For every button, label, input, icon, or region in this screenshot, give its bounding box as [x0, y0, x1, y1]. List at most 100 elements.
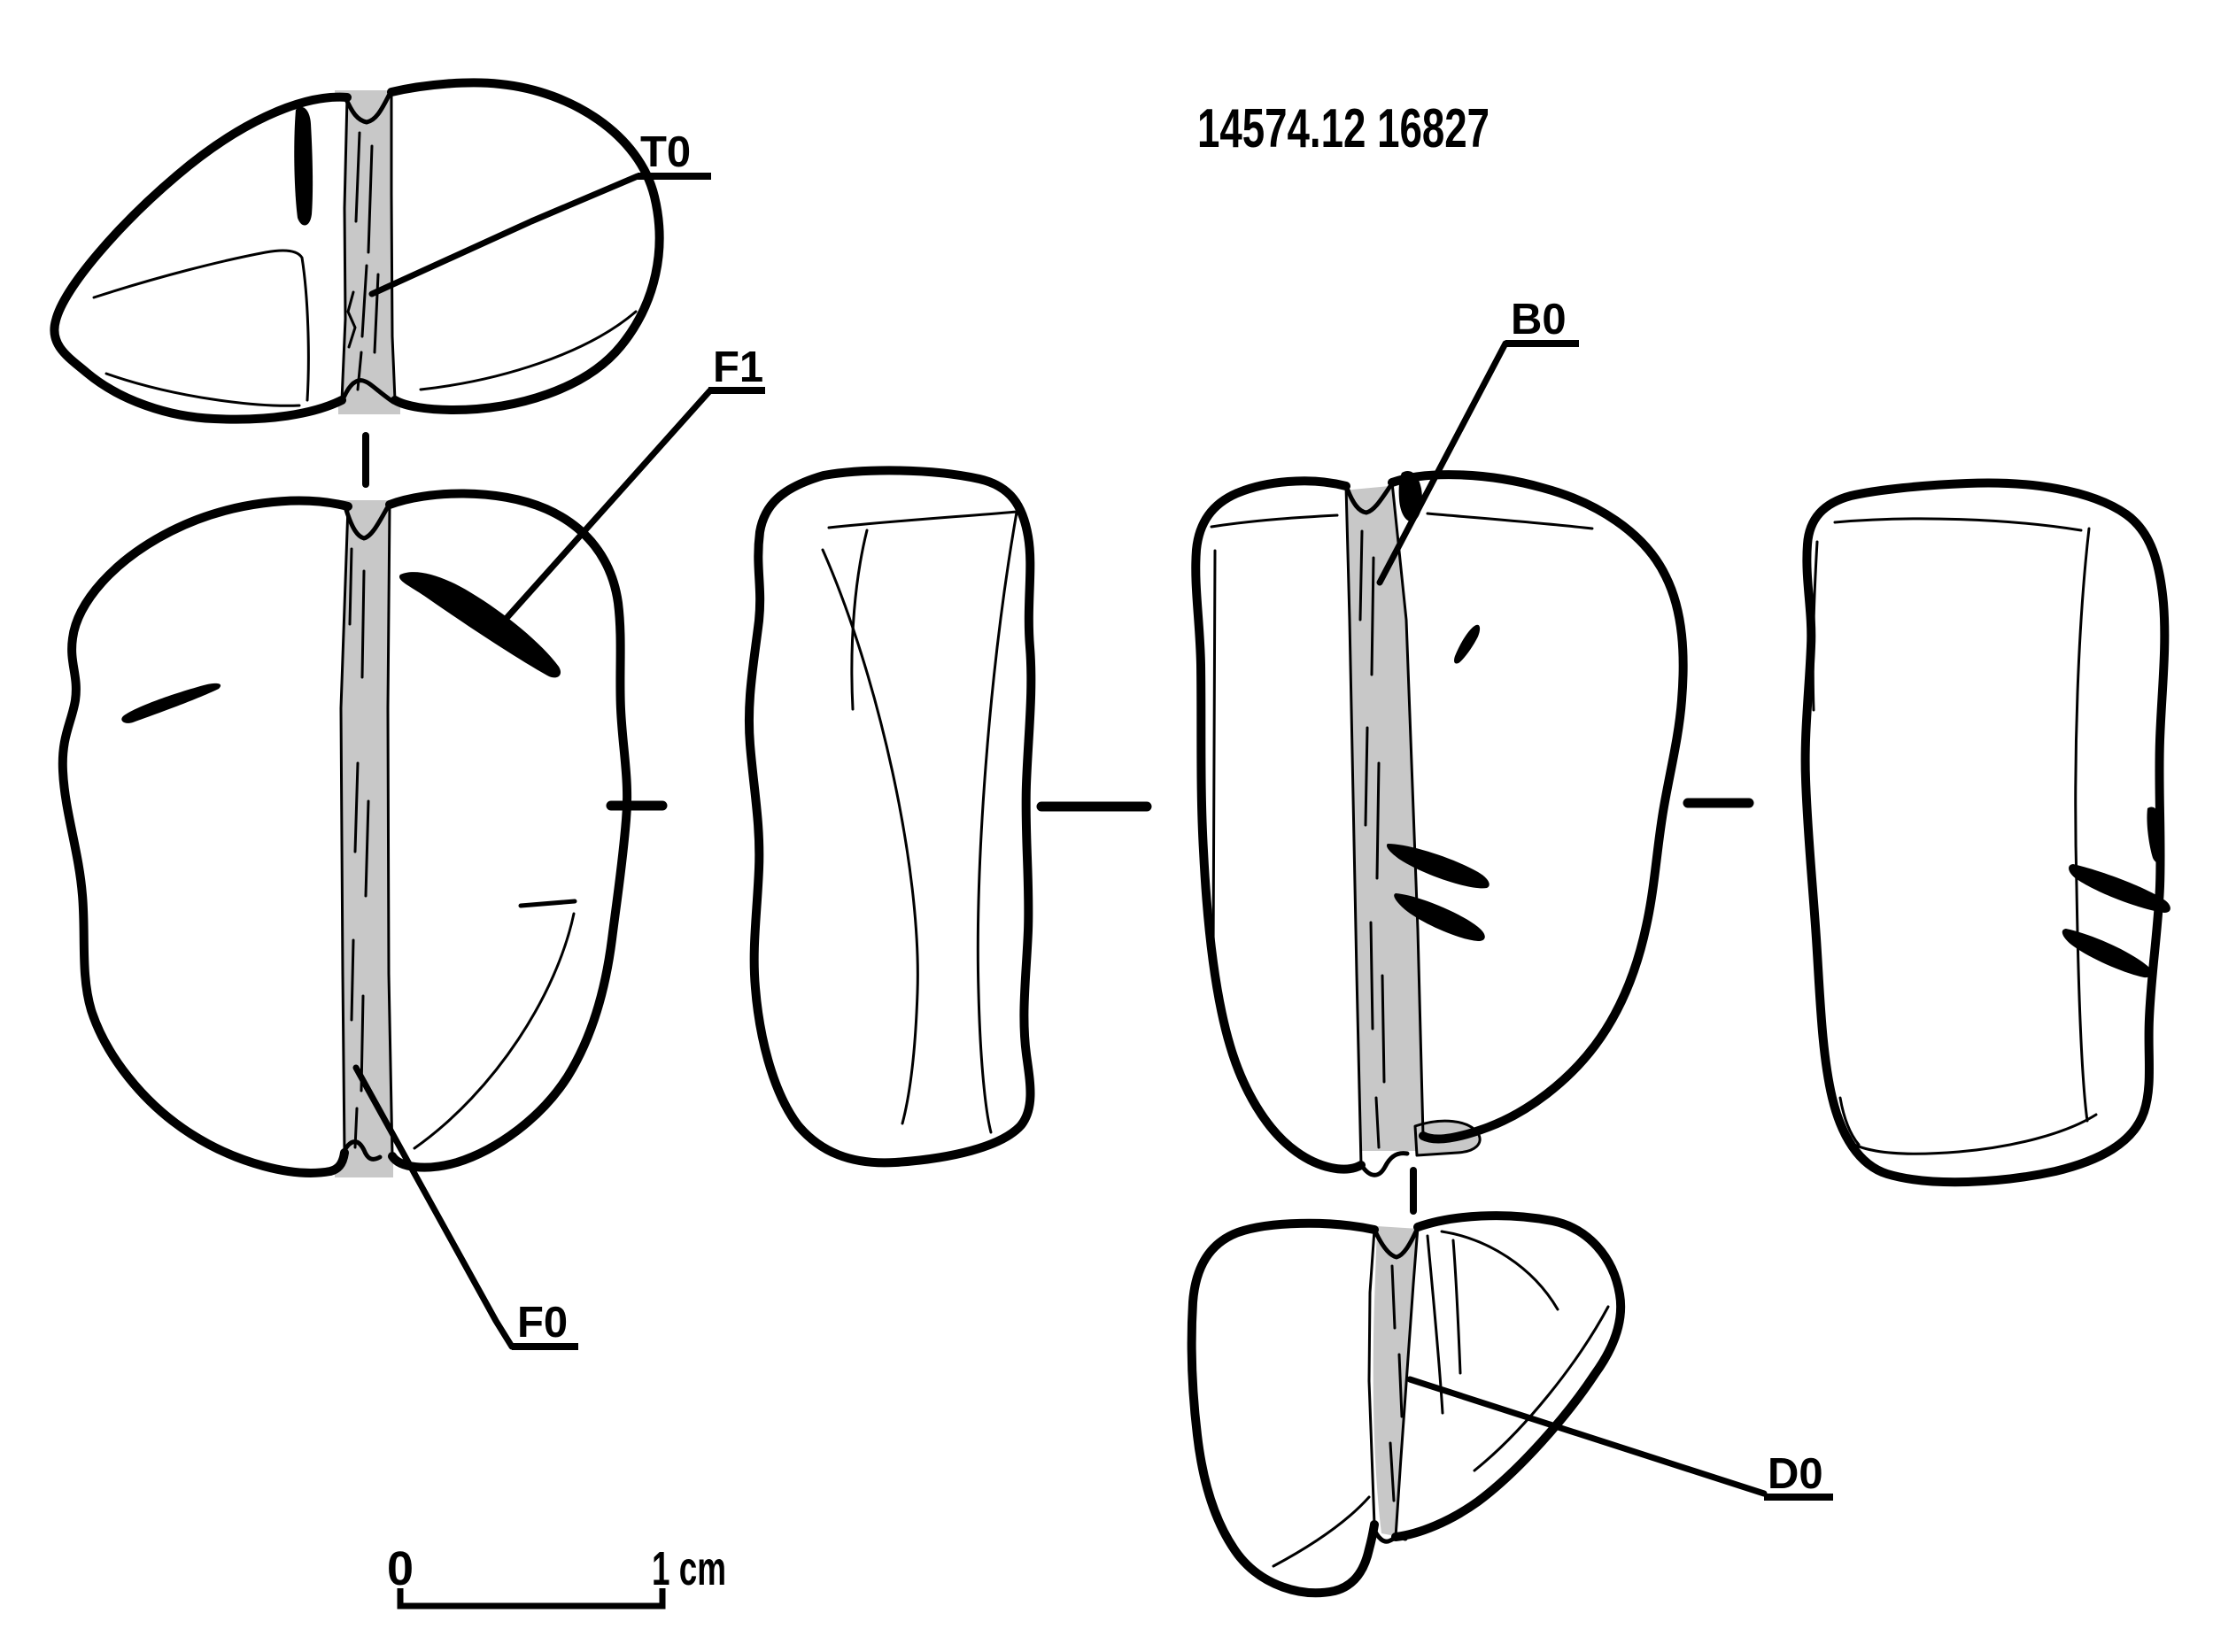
annotation-T0: T0 — [368, 128, 711, 297]
back-view-left-lobe-outline — [1191, 476, 1366, 1174]
right-lateral-view-black-slash — [2062, 929, 2152, 978]
front-view-bottom-notch — [340, 1139, 383, 1162]
b0-leader-line — [1376, 340, 1509, 586]
front-view-groove-hatch — [360, 569, 366, 679]
scale-bar-zero-label: 0 — [387, 1542, 414, 1595]
top-view-drawing — [50, 78, 664, 424]
top-view-left-lobe-outline — [50, 92, 352, 424]
right-lateral-view-black-slash — [2147, 807, 2163, 863]
back-view-interior-line — [1211, 549, 1217, 960]
front-view-groove-hatch — [364, 799, 370, 898]
scale-bar-cm-label: 1 cm — [652, 1542, 726, 1595]
bottom-view-right-lobe-inner-edge — [1394, 1225, 1420, 1539]
f1-label: F1 — [713, 344, 763, 391]
front-view-groove-hatch — [353, 1107, 359, 1149]
back-view-top-notch — [1344, 483, 1393, 515]
front-view-interior-tick — [518, 899, 577, 908]
back-view-drawing — [1191, 470, 1688, 1177]
back-view-groove-hatch — [1374, 1096, 1381, 1149]
back-view-left-lobe-inner-edge — [1344, 484, 1363, 1167]
annotation-B0: B0 — [1376, 296, 1579, 586]
back-view-black-dash — [1454, 624, 1481, 664]
back-view-interior-line — [1426, 512, 1594, 530]
back-view-interior-line — [1210, 513, 1339, 529]
back-view-bottom-notch — [1359, 1151, 1410, 1177]
right-lateral-view-inner-border — [1849, 1113, 2098, 1155]
back-view-right-lobe-fill — [1392, 475, 1683, 1139]
bottom-view-interior-line — [1440, 1230, 1559, 1311]
top-view-groove-hatch — [367, 144, 374, 254]
back-view-left-lobe-fill — [1195, 481, 1361, 1170]
t0-label: T0 — [640, 128, 691, 176]
bottom-view-left-lobe-inner-edge — [1367, 1228, 1376, 1526]
f1-leader-line — [497, 387, 714, 629]
back-view-groove-hatch — [1369, 921, 1374, 1031]
t0-leader-line — [368, 173, 641, 297]
annotation-F1: F1 — [497, 344, 765, 629]
d0-leader-line — [1406, 1376, 1768, 1497]
lateral-view-interior-line — [821, 548, 919, 1125]
front-view-interior-arc — [413, 912, 576, 1150]
front-view-groove-hatch — [350, 938, 355, 1022]
back-view-groove-hatch — [1381, 974, 1386, 1084]
top-view-black-sliver — [294, 106, 313, 226]
front-view-crack-F1 — [398, 572, 561, 678]
bottom-view-left-lobe-outline — [1187, 1218, 1379, 1598]
top-view-right-lobe-fill — [391, 82, 660, 411]
specimen-title: 14574.12 16827 — [1197, 98, 1490, 159]
right-lateral-view-outline — [1800, 478, 2170, 1187]
front-view-left-lobe-fill — [62, 500, 349, 1173]
scale-bar-bracket — [397, 1588, 666, 1610]
bottom-view-top-notch — [1373, 1227, 1420, 1260]
front-view-groove-hatch — [353, 761, 360, 853]
front-view-groove-hatch — [348, 547, 353, 626]
front-view-right-lobe-outline — [385, 489, 632, 1172]
top-view-interior-line — [92, 249, 310, 402]
front-view-right-lobe-fill — [388, 493, 628, 1168]
top-view-interior-line — [104, 372, 301, 407]
top-view-right-lobe-inner-edge — [390, 90, 397, 402]
right-lateral-view-inner-border — [1833, 517, 2083, 532]
top-view-left-lobe-inner-edge — [340, 96, 349, 402]
scale-bar: 0 1 cm — [387, 1542, 726, 1610]
top-view-groove-hatch — [360, 264, 368, 338]
top-view-right-lobe-outline — [387, 78, 664, 414]
lateral-view-interior-line — [976, 506, 1019, 1134]
top-view-left-lobe-fill — [54, 96, 347, 420]
bottom-view-interior-line — [1272, 1495, 1371, 1568]
bottom-view-right-lobe-fill — [1396, 1216, 1621, 1537]
top-view-interior-line — [419, 310, 638, 391]
right-lateral-view-inner-border — [1811, 540, 1819, 712]
front-view-black-sliver — [121, 683, 221, 723]
lateral-view-interior-line — [850, 529, 869, 711]
bottom-view-left-lobe-fill — [1191, 1223, 1374, 1594]
front-view-drawing — [58, 489, 632, 1177]
back-view-groove-hatch — [1364, 726, 1369, 827]
right-lateral-view-inner-border — [1838, 1096, 1861, 1146]
annotation-F0: F0 — [352, 1064, 578, 1350]
top-view-groove-hatch — [373, 273, 380, 354]
bottom-view-interior-line — [1473, 1305, 1610, 1472]
front-view-top-notch — [344, 506, 390, 541]
front-view-groove-fill — [329, 500, 397, 1177]
right-lateral-view-drawing — [1800, 478, 2170, 1187]
bottom-view-drawing — [1187, 1211, 1626, 1598]
b0-label: B0 — [1511, 296, 1567, 344]
f0-label: F0 — [517, 1299, 568, 1347]
lateral-view-outline — [744, 466, 1036, 1168]
lateral-view-drawing — [744, 466, 1036, 1168]
annotation-D0: D0 — [1406, 1376, 1833, 1501]
back-view-right-lobe-outline — [1388, 470, 1688, 1144]
top-view-bottom-notch — [339, 378, 396, 405]
front-view-left-lobe-outline — [58, 496, 352, 1177]
f0-leader-line — [352, 1064, 515, 1350]
back-view-groove-hatch — [1358, 529, 1364, 621]
back-view-groove-hatch — [1370, 556, 1375, 676]
top-view-groove-hatch — [356, 351, 363, 391]
d0-label: D0 — [1768, 1450, 1823, 1498]
front-view-right-lobe-inner-edge — [386, 503, 394, 1158]
back-view-black-slash — [1394, 893, 1485, 941]
bottom-view-right-lobe-outline — [1391, 1211, 1626, 1541]
